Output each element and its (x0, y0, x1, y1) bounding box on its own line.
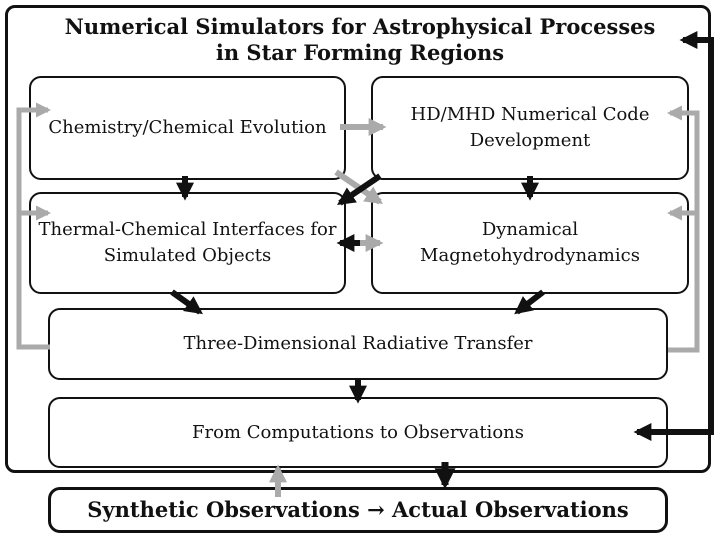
radiative-transfer-box: Three-Dimensional Radiative Transfer (48, 308, 668, 380)
diagram-title: Numerical Simulators for Astrophysical P… (60, 14, 660, 66)
hd-mhd-label-2: Development (469, 130, 591, 151)
hd-mhd-code-box: HD/MHD Numerical Code Development (371, 76, 689, 180)
dynamical-mhd-box: Dynamical Magnetohydrodynamics (371, 192, 689, 294)
computations-label: From Computations to Observations (192, 421, 524, 443)
computations-box: From Computations to Observations (48, 397, 668, 468)
title-line-2: in Star Forming Regions (215, 40, 505, 65)
title-line-1: Numerical Simulators for Astrophysical P… (64, 14, 656, 39)
thermal-chemical-label-1: Thermal-Chemical Interfaces for (38, 219, 337, 240)
synthetic-observations-box: Synthetic Observations → Actual Observat… (48, 487, 668, 533)
hd-mhd-label-1: HD/MHD Numerical Code (410, 104, 650, 125)
chemistry-box: Chemistry/Chemical Evolution (29, 76, 346, 180)
thermal-chemical-box: Thermal-Chemical Interfaces for Simulate… (29, 192, 346, 294)
dynamical-label-1: Dynamical (481, 219, 579, 240)
radiative-transfer-label: Three-Dimensional Radiative Transfer (183, 333, 533, 354)
thermal-chemical-label-2: Simulated Objects (103, 245, 272, 266)
synthetic-label: Synthetic Observations → Actual Observat… (87, 497, 629, 522)
chemistry-label: Chemistry/Chemical Evolution (48, 117, 327, 138)
dynamical-label-2: Magnetohydrodynamics (420, 245, 640, 266)
